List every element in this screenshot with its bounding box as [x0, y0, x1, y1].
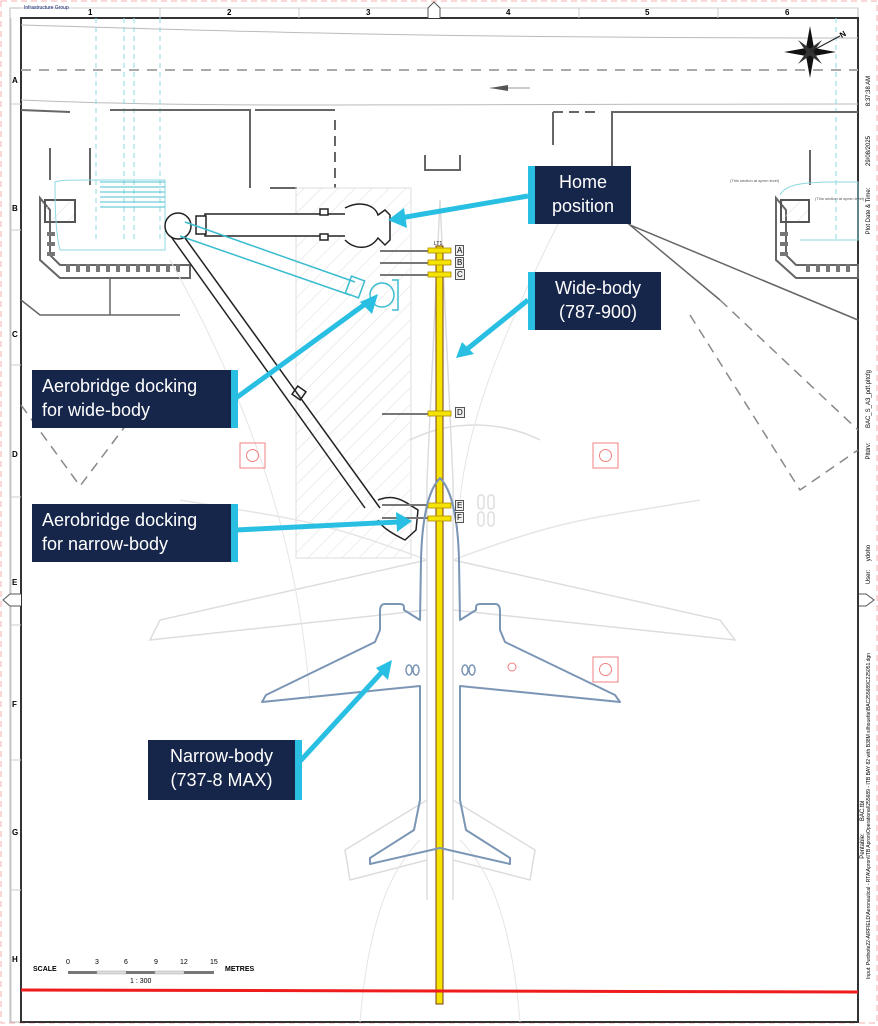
scale-units: METRES [225, 966, 255, 973]
pltdrv-label: Pltdrv: [866, 442, 872, 460]
callout-aerobridge-wide: Aerobridge docking for wide-body [32, 370, 238, 428]
column-label-2: 2 [227, 8, 232, 17]
callout-aero-wide-line1: Aerobridge docking [42, 376, 198, 396]
hatched-clearance-zone [295, 187, 412, 559]
column-label-5: 5 [645, 8, 650, 17]
row-dividers [11, 103, 21, 891]
road-arrow-head [490, 85, 508, 91]
plot-time: 8:37:38 AM [866, 75, 872, 107]
stop-bar-label-f: F [455, 512, 464, 523]
callout-aerobridge-narrow: Aerobridge docking for narrow-body [32, 504, 238, 562]
title-strip: 8:37:38 AM 29/08/2025 Plot Date & Time: … [859, 18, 878, 1022]
callout-wide-line1: Wide-body [554, 278, 642, 298]
top-center-marker [427, 1, 441, 18]
ground-power-markers [239, 442, 619, 683]
right-pier [775, 181, 859, 279]
apron-edge-line [20, 988, 859, 994]
scale-tick-12: 12 [180, 959, 188, 966]
scale-tick-6: 6 [124, 959, 128, 966]
stop-bar-label-a: A [455, 245, 465, 256]
input-path: Input: Pwdnote22-AIRFIELD\Aeronautical -… [866, 653, 872, 979]
left-center-marker [2, 593, 21, 607]
row-label-d: D [12, 450, 18, 459]
scale-label: SCALE [33, 966, 57, 973]
callout-home-position: Home position [528, 166, 631, 224]
row-label-f: F [12, 700, 17, 709]
aerobridge-home [164, 203, 391, 248]
row-label-g: G [12, 828, 19, 837]
pltdrv-value: BAC_S_A3_pdf.pltcfg [866, 369, 872, 429]
row-label-b: B [12, 204, 18, 213]
callout-aero-narrow-line2: for narrow-body [42, 534, 169, 554]
callout-arrowheads [360, 208, 474, 680]
building-outlines [20, 109, 858, 210]
lead-in-label: LT1 [434, 241, 443, 247]
scale-ratio: 1 : 300 [130, 978, 152, 985]
row-label-e: E [12, 578, 18, 587]
column-label-1: 1 [88, 8, 93, 17]
row-label-a: A [12, 76, 18, 85]
turning-arcs [169, 199, 571, 1023]
column-label-4: 4 [506, 8, 511, 17]
callout-narrow-body: Narrow-body (737-8 MAX) [148, 740, 302, 800]
callout-arrows [234, 193, 530, 772]
callout-home-line1: Home [558, 172, 607, 192]
column-label-6: 6 [785, 8, 790, 17]
airside-road [20, 24, 859, 106]
engine-marks [405, 664, 476, 676]
callout-wide-body: Wide-body (787-900) [528, 272, 661, 330]
stop-bar-label-d: D [455, 407, 465, 418]
aerobridge-wide-docking [179, 221, 399, 311]
scale-tick-9: 9 [154, 959, 158, 966]
scale-tick-15: 15 [210, 959, 218, 966]
scale-tick-0: 0 [66, 959, 70, 966]
callout-aero-wide-line2: for wide-body [42, 400, 151, 420]
callout-wide-line2: (787-900) [558, 302, 638, 322]
narrow-body-aircraft [261, 477, 621, 865]
cyan-dashed-lines [95, 18, 837, 240]
stop-bar-label-b: B [455, 257, 465, 268]
row-label-c: C [12, 330, 18, 339]
section-note-right: (This section at apron level) [730, 178, 780, 183]
building-diagonals [20, 209, 859, 321]
callout-aero-narrow-line1: Aerobridge docking [42, 510, 198, 530]
section-note-right-2: (This section at apron level) [815, 196, 865, 201]
stop-bar-label-e: E [455, 500, 465, 511]
organisation-label: Infrastructure Group [24, 5, 69, 11]
right-center-marker [858, 593, 875, 607]
callout-home-line2: position [551, 196, 615, 216]
column-dividers [159, 8, 719, 18]
column-label-3: 3 [366, 8, 371, 17]
callout-narrow-line2: (737-8 MAX) [170, 770, 273, 790]
lead-in-line [435, 245, 444, 1005]
callout-narrow-line1: Narrow-body [169, 746, 274, 766]
row-label-h: H [12, 955, 18, 964]
left-pier [39, 179, 191, 279]
scale-tick-3: 3 [95, 959, 99, 966]
wide-body-gear [477, 494, 495, 527]
north-arrow-icon [784, 26, 841, 78]
plot-date: 29/08/2025 [866, 135, 872, 167]
user-label: User: [866, 569, 872, 585]
stop-bar-marks [427, 247, 452, 522]
scale-bar [68, 970, 214, 975]
plot-date-label: Plot Date & Time: [866, 187, 872, 235]
stop-bar-label-c: C [455, 269, 465, 280]
